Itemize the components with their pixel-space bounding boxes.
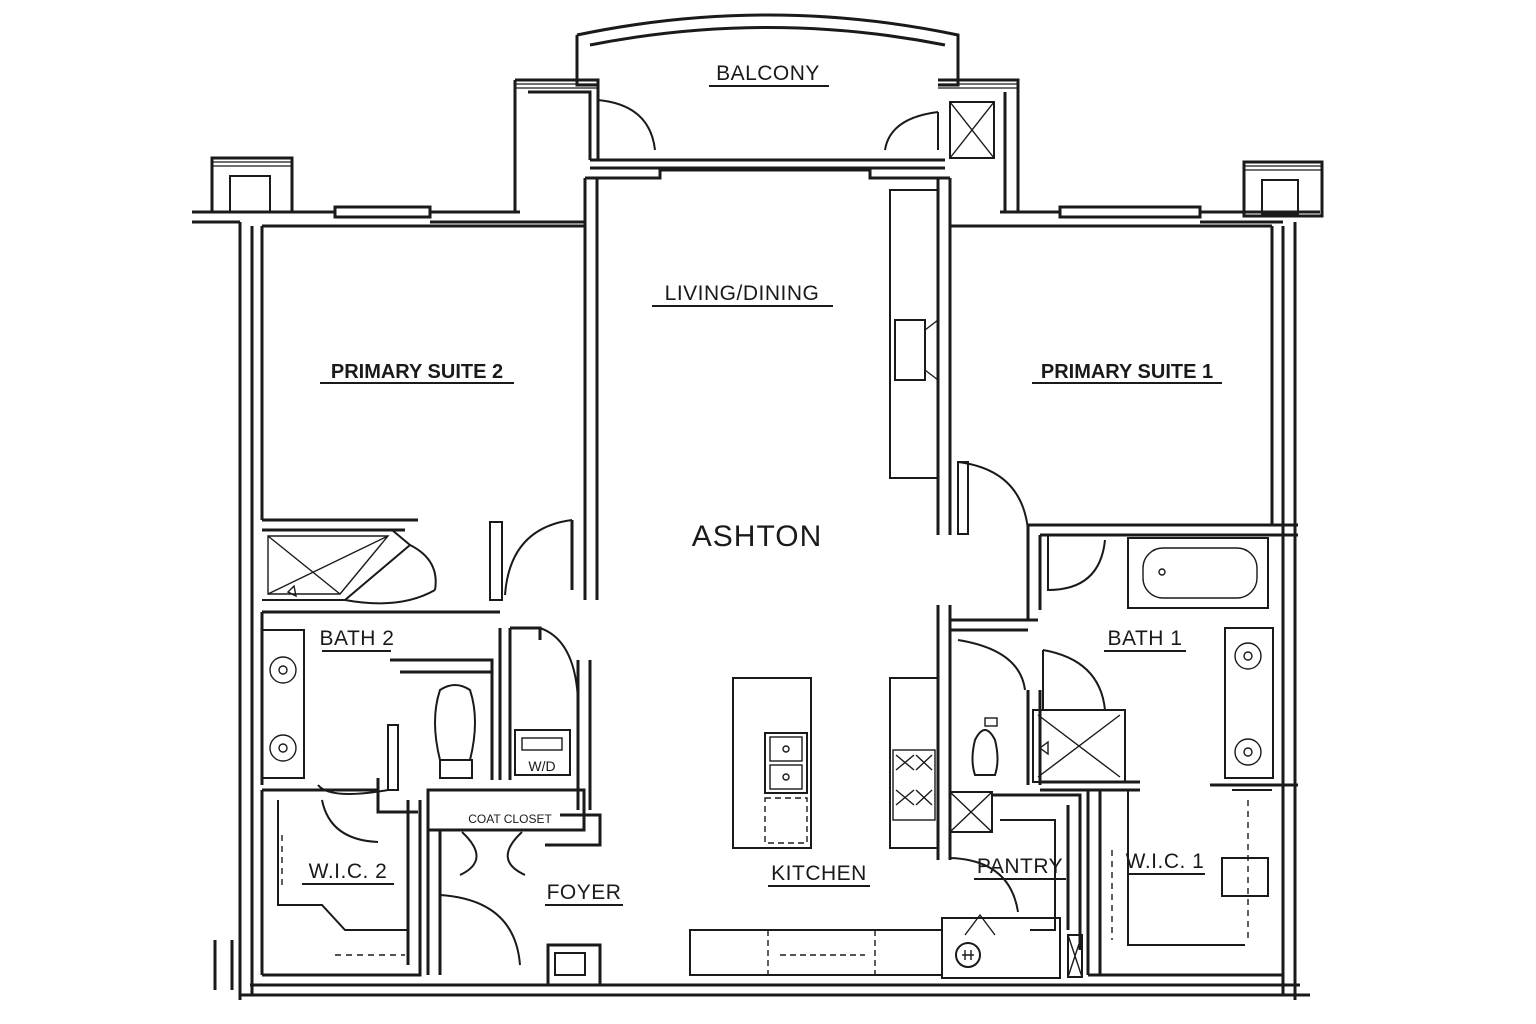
primary-suite-1-label: PRIMARY SUITE 1 bbox=[1041, 361, 1213, 383]
bath-2 bbox=[260, 610, 500, 795]
room-labels: BALCONY LIVING/DINING PRIMARY SUITE 2 PR… bbox=[302, 62, 1222, 906]
primary-suite-2-label: PRIMARY SUITE 2 bbox=[331, 361, 503, 383]
kitchen bbox=[689, 677, 943, 976]
pantry-label: PANTRY bbox=[977, 855, 1063, 878]
coat-closet bbox=[426, 788, 602, 987]
pantry bbox=[941, 791, 1083, 979]
coat-closet-label: COAT CLOSET bbox=[468, 812, 552, 826]
bath-2-label: BATH 2 bbox=[320, 627, 395, 650]
living-dining-label: LIVING/DINING bbox=[665, 282, 820, 305]
wic-1 bbox=[1086, 789, 1283, 977]
laundry bbox=[498, 626, 592, 810]
wic-2-label: W.I.C. 2 bbox=[309, 860, 388, 883]
suite-1-walls bbox=[936, 224, 1298, 860]
suite-2-walls bbox=[260, 224, 587, 605]
bath-1-label: BATH 1 bbox=[1108, 627, 1183, 650]
foyer-label: FOYER bbox=[547, 881, 622, 904]
washer-dryer-label: W/D bbox=[528, 758, 555, 774]
exterior-walls bbox=[192, 156, 1324, 1000]
bath-1 bbox=[950, 618, 1298, 792]
wic-1-label: W.I.C. 1 bbox=[1126, 850, 1205, 873]
kitchen-label: KITCHEN bbox=[771, 862, 867, 885]
plan-name-label: ASHTON bbox=[692, 520, 822, 553]
wic-2 bbox=[260, 778, 422, 977]
balcony-label: BALCONY bbox=[716, 62, 820, 85]
balcony bbox=[513, 13, 1020, 212]
